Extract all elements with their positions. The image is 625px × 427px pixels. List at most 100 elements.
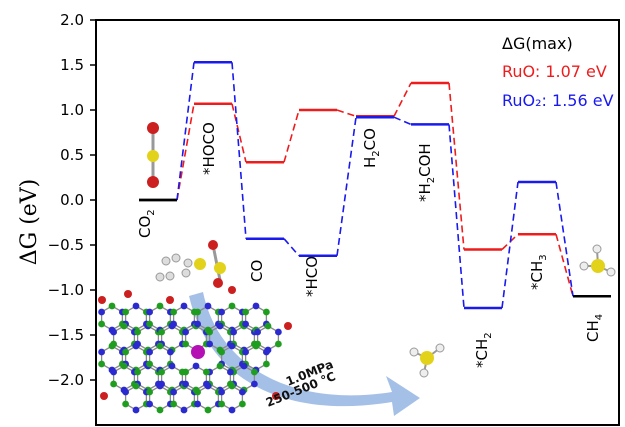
lattice-atom	[240, 362, 248, 370]
graphene-lattice	[98, 286, 292, 414]
lattice-atom	[254, 340, 262, 348]
lattice-ring	[112, 325, 136, 351]
lattice-ring	[160, 325, 184, 351]
legend-entry-ruo: RuO: 1.07 eV	[502, 62, 607, 81]
lattice-ring	[244, 305, 268, 331]
methane-product-icon	[409, 343, 445, 378]
lattice-ring	[112, 365, 136, 391]
lattice-atom	[242, 348, 250, 356]
lattice-atom	[156, 302, 164, 310]
lattice-ring	[220, 385, 244, 411]
lattice-ring	[136, 365, 160, 391]
lattice-ring	[148, 305, 172, 331]
lattice-ring	[256, 325, 280, 351]
lattice-atom	[226, 368, 234, 376]
lattice-ring	[184, 365, 208, 391]
step-connector-ruo2	[501, 181, 519, 309]
lattice-atom	[204, 406, 212, 414]
lattice-ring	[148, 385, 172, 411]
lattice-atom	[192, 386, 200, 394]
lattice-atom	[194, 400, 202, 408]
lattice-atom	[156, 342, 164, 350]
step-connector-ruo2	[283, 238, 300, 257]
reaction-arrow	[189, 292, 420, 416]
lattice-atom	[134, 368, 142, 376]
plot-frame	[95, 19, 620, 426]
legend-title: ΔG(max)	[502, 34, 573, 53]
lattice-ring	[124, 385, 148, 411]
lattice-atom	[202, 368, 210, 376]
lattice-oxygen-atom	[98, 296, 106, 304]
step-connector-ruo2	[555, 181, 574, 297]
lattice-atom	[238, 400, 246, 408]
lattice-atom	[274, 340, 282, 348]
lattice-ring	[160, 365, 184, 391]
step-label: CH4	[584, 314, 605, 342]
step-connector-ruo	[283, 109, 300, 163]
lattice-atom	[252, 302, 260, 310]
lattice-atom	[110, 380, 118, 388]
legend-entry-ruo2: RuO₂: 1.56 eV	[502, 91, 614, 110]
lattice-atom	[98, 308, 106, 316]
step-label: *CH2	[473, 332, 494, 368]
lattice-atom	[168, 362, 176, 370]
lattice-atom	[194, 320, 202, 328]
lattice-atom	[216, 322, 224, 330]
lattice-atom	[122, 388, 130, 396]
lattice-oxygen-atom	[100, 392, 108, 400]
lattice-atom	[182, 368, 190, 376]
lattice-atom	[228, 382, 236, 390]
lattice-atom	[108, 342, 116, 350]
lattice-oxygen-atom	[284, 322, 292, 330]
lattice-atom	[132, 382, 140, 390]
lattice-atom	[274, 328, 282, 336]
lattice-atom	[242, 308, 250, 316]
lattice-atom	[228, 406, 236, 414]
y-axis: 2.01.51.00.50.0−0.5−1.0−1.5−2.0	[48, 11, 96, 389]
step-connector-ruo2	[176, 62, 195, 201]
lattice-atom	[182, 340, 190, 348]
lattice-atom	[262, 308, 270, 316]
step-label: *H2COH	[416, 143, 437, 202]
lattice-ring	[124, 345, 148, 371]
lattice-atom	[158, 368, 166, 376]
lattice-atom	[120, 322, 128, 330]
lattice-atom	[110, 368, 118, 376]
lattice-ring	[148, 345, 172, 371]
lattice-atom	[158, 328, 166, 336]
y-tick-label: 0.5	[60, 146, 84, 164]
lattice-atom	[182, 380, 190, 388]
lattice-ring	[220, 305, 244, 331]
lattice-atom	[206, 328, 214, 336]
step-connectors	[176, 62, 574, 309]
lattice-atom	[98, 348, 106, 356]
y-tick-label: −2.0	[48, 371, 84, 389]
lattice-atom	[228, 342, 236, 350]
step-connector-ruo2	[393, 116, 412, 126]
step-label: *CH3	[528, 254, 549, 290]
y-tick-label: −1.5	[48, 326, 84, 344]
y-tick-label: 2.0	[60, 11, 84, 29]
lattice-atom	[156, 382, 164, 390]
lattice-atom	[218, 348, 226, 356]
lattice-atom	[264, 322, 272, 330]
step-connector-ruo2	[231, 62, 247, 239]
lattice-atom	[228, 302, 236, 310]
step-connector-ruo	[555, 233, 574, 297]
hydrogen-molecules-icon	[155, 253, 193, 282]
adsorbed-co2-molecule-icon	[194, 240, 226, 288]
lattice-ring	[100, 305, 124, 331]
step-connector-ruo	[336, 109, 357, 118]
lattice-ring	[196, 385, 220, 411]
lattice-atom	[180, 406, 188, 414]
y-axis-label: ΔG (eV)	[17, 179, 42, 266]
step-label: *HOCO	[200, 122, 218, 175]
lattice-atom	[216, 362, 224, 370]
lattice-ring	[124, 305, 148, 331]
lattice-atom	[146, 308, 154, 316]
lattice-atom	[146, 348, 154, 356]
lattice-atom	[192, 362, 200, 370]
step-connector-ruo	[448, 82, 465, 250]
